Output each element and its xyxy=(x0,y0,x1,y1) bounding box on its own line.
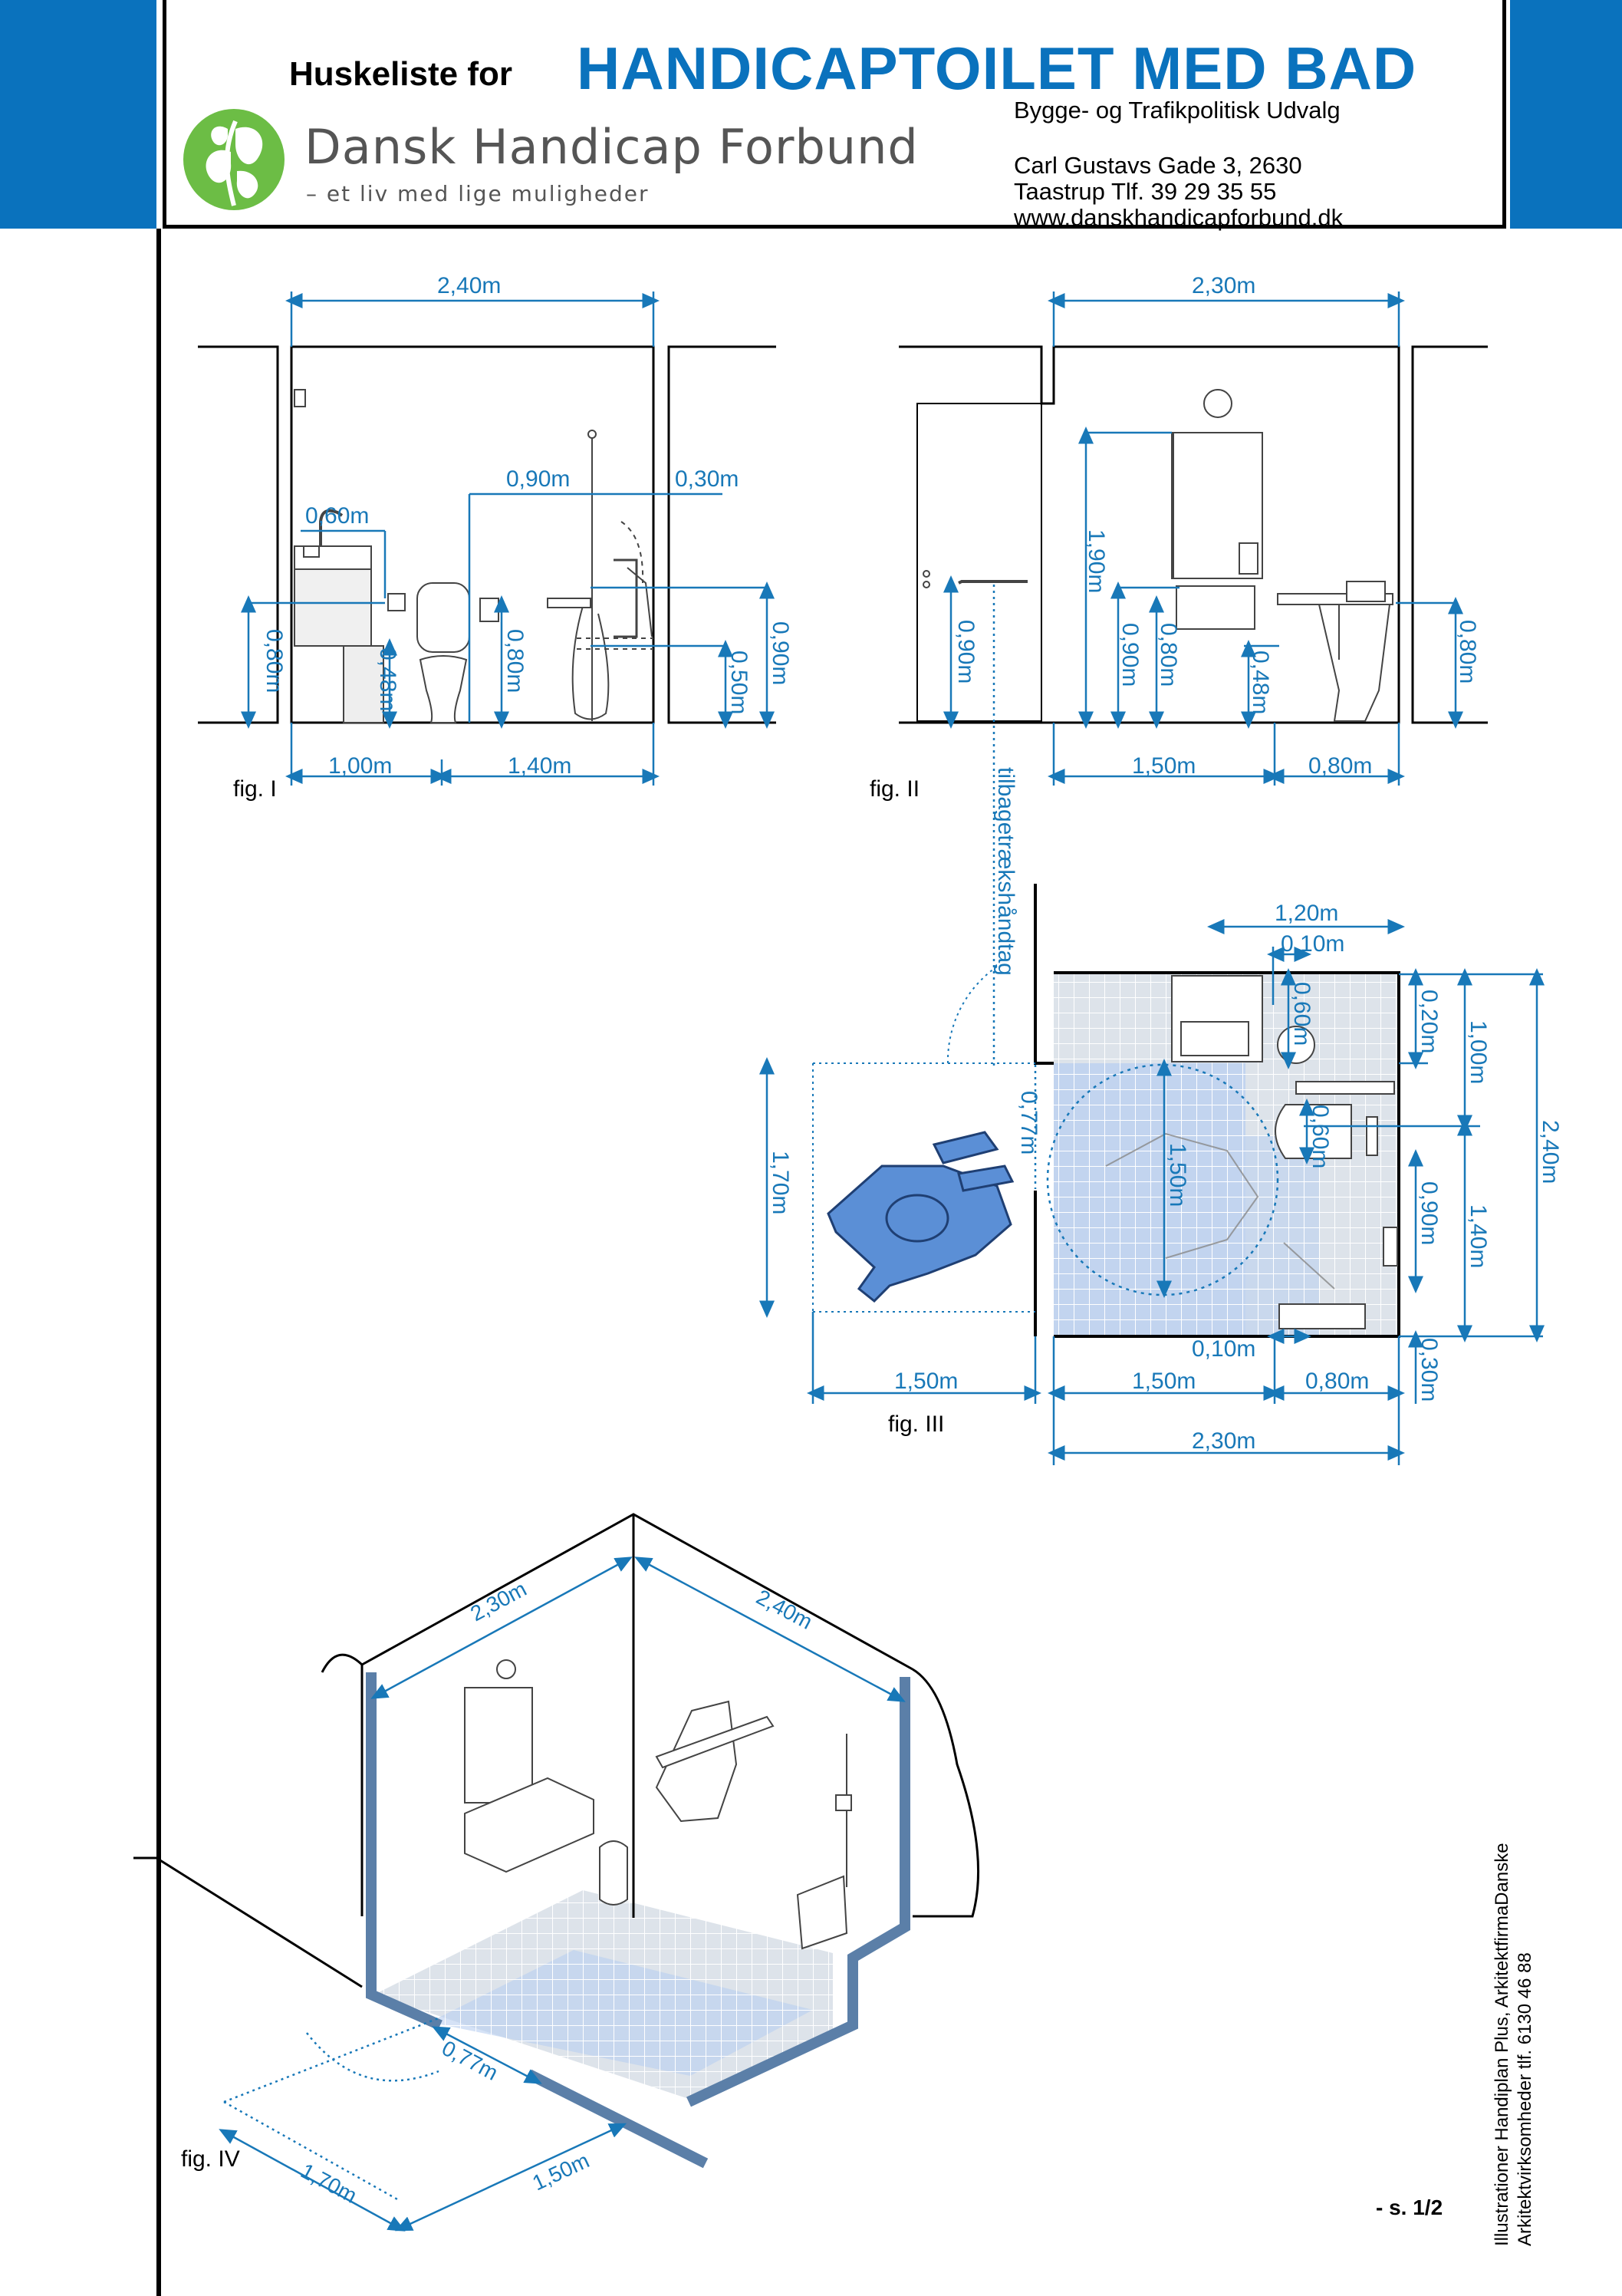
figure-4-isometric: 2,30m 2,40m 0,77m 1,70m 1,50m xyxy=(133,1513,980,2232)
fig3-dim-060-top: 0,60m xyxy=(1289,982,1314,1046)
address-line-1: Carl Gustavs Gade 3, 2630 xyxy=(1014,152,1302,179)
fig3-dim-010-bottom: 0,10m xyxy=(1192,1336,1255,1362)
logo-name: Dansk Handicap Forbund xyxy=(304,119,919,175)
wheelchair-icon xyxy=(827,1131,1015,1303)
fig3-dim-010-top: 0,10m xyxy=(1281,931,1344,957)
left-blue-bar xyxy=(0,0,156,229)
fig3-dim-150-outside: 1,50m xyxy=(894,1369,958,1394)
credits-line-2: Arkitektvirksomheder tlf. 6130 46 88 xyxy=(1515,1952,1535,2246)
fig3-label: fig. III xyxy=(888,1412,945,1437)
fig4-dim-150: 1,50m xyxy=(528,2148,593,2195)
fig1-dim-030: 0,30m xyxy=(675,466,739,492)
logo-tagline: – et liv med lige muligheder xyxy=(306,181,650,206)
fig2-dim-080-right: 0,80m xyxy=(1455,620,1480,684)
fig2-dim-150: 1,50m xyxy=(1132,753,1196,779)
left-margin-rule xyxy=(156,229,161,2296)
fig3-dim-090: 0,90m xyxy=(1416,1181,1442,1245)
fig1-dim-width: 2,40m xyxy=(437,273,501,298)
figure-1-elevation: 2,40m 0,90m 0,30m 0,60m 0,80m 0,48m 0,80… xyxy=(198,273,793,786)
fig3-dim-150-turning: 1,50m xyxy=(1165,1143,1190,1207)
fig3-dim-060-mid: 0,60m xyxy=(1308,1105,1333,1168)
fig1-dim-080-mid: 0,80m xyxy=(502,629,528,693)
fig3-dim-170: 1,70m xyxy=(768,1151,793,1214)
fig1-dim-080-left: 0,80m xyxy=(262,629,287,693)
header: Huskeliste for HANDICAPTOILET MED BAD By… xyxy=(163,0,1506,231)
fig3-dim-230: 2,30m xyxy=(1192,1428,1255,1454)
fig1-dim-100: 1,00m xyxy=(328,753,392,779)
fig4-dim-077: 0,77m xyxy=(438,2036,502,2085)
fig4-dim-170: 1,70m xyxy=(297,2159,360,2208)
fig2-dim-080-sink: 0,80m xyxy=(1156,623,1181,687)
right-blue-bar xyxy=(1510,0,1622,229)
credits-line-1: Illustrationer Handiplan Plus, Arkitektf… xyxy=(1492,1843,1512,2246)
fig3-dim-077: 0,77m xyxy=(1016,1091,1041,1155)
website-link[interactable]: www.danskhandicapforbund.dk xyxy=(1014,204,1344,231)
fig1-dim-090: 0,90m xyxy=(506,466,570,492)
fig3-dim-120: 1,20m xyxy=(1275,901,1338,926)
fig1-dim-048: 0,48m xyxy=(375,647,400,711)
illustration-credits: Illustrationer Handiplan Plus, Arkitektf… xyxy=(1491,1843,1537,2246)
fig2-dim-090-door: 0,90m xyxy=(953,620,979,684)
fig3-dim-020: 0,20m xyxy=(1416,990,1442,1053)
address-line-2: Taastrup Tlf. 39 29 35 55 xyxy=(1014,178,1277,205)
fig3-dim-080: 0,80m xyxy=(1305,1369,1369,1394)
page-title: HANDICAPTOILET MED BAD xyxy=(577,35,1417,102)
fig3-dim-240: 2,40m xyxy=(1538,1120,1563,1184)
fig3-dim-140: 1,40m xyxy=(1466,1204,1491,1268)
fig1-dim-060: 0,60m xyxy=(305,503,369,529)
fig2-dim-190: 1,90m xyxy=(1084,529,1109,593)
figure-3-plan: 1,20m 0,10m 0,60m 0,20m 1,00m 2,40m 0,60… xyxy=(759,884,1563,1465)
fig3-dim-030: 0,30m xyxy=(1416,1338,1442,1402)
fig2-label: fig. II xyxy=(870,776,920,802)
fig2-dim-width: 2,30m xyxy=(1192,273,1255,298)
fig3-dim-100: 1,00m xyxy=(1466,1020,1491,1084)
fig3-dim-150-inside: 1,50m xyxy=(1132,1369,1196,1394)
committee-name: Bygge- og Trafikpolitisk Udvalg xyxy=(1014,97,1341,124)
fig1-label: fig. I xyxy=(233,776,277,802)
page-number: - s. 1/2 xyxy=(1376,2196,1443,2219)
fig2-dim-048: 0,48m xyxy=(1248,651,1273,714)
fig2-dim-090-sink: 0,90m xyxy=(1117,623,1143,687)
figure-2-elevation: 2,30m 1,90m 0,90m 0,90m 0,80m 0,48m 0,80… xyxy=(899,273,1488,1066)
fig2-dim-080-bottom: 0,80m xyxy=(1308,753,1372,779)
fig2-handle-label: tilbagetrækshåndtag xyxy=(993,767,1018,976)
leaf-logo-icon xyxy=(180,98,288,221)
fig1-dim-140: 1,40m xyxy=(508,753,571,779)
fig4-label: fig. IV xyxy=(181,2146,240,2172)
title-prefix: Huskeliste for xyxy=(289,55,512,93)
fig1-dim-050: 0,50m xyxy=(726,651,752,714)
fig1-dim-090-right: 0,90m xyxy=(768,621,793,685)
